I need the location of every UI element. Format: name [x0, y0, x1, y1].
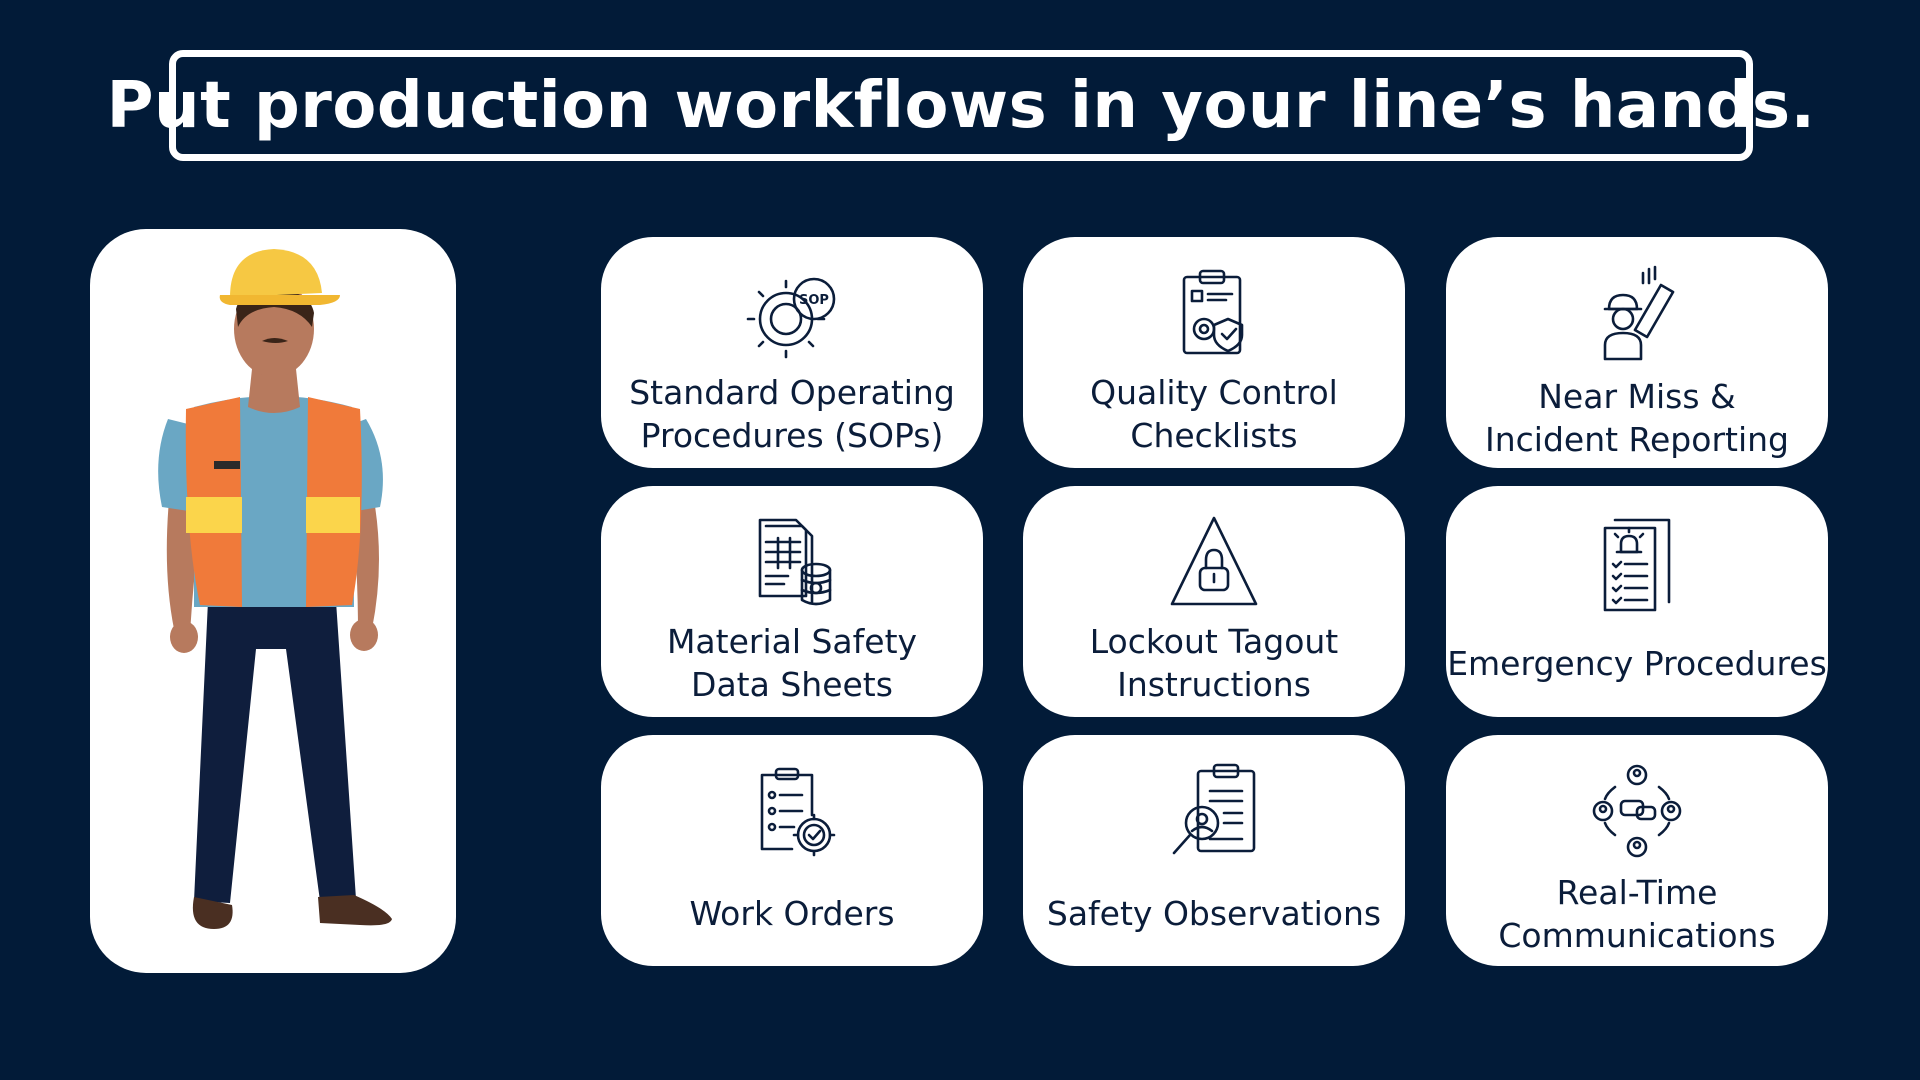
tile-lockout-tagout[interactable]: Lockout Tagout Instructions: [1023, 486, 1405, 717]
checklist-gear-icon: [742, 761, 842, 861]
warning-lock-icon: [1164, 512, 1264, 612]
tile-emergency-procedures[interactable]: Emergency Procedures: [1446, 486, 1828, 717]
clipboard-shield-icon: [1164, 263, 1264, 363]
tile-work-orders[interactable]: Work Orders: [601, 735, 983, 966]
tile-real-time-communications[interactable]: Real-Time Communications: [1446, 735, 1828, 966]
tile-label: Emergency Procedures: [1447, 644, 1827, 683]
page-title: Put production workflows in your line’s …: [106, 68, 1816, 143]
people-chat-network-icon: [1587, 761, 1687, 861]
documents-barrel-icon: [742, 512, 842, 612]
worker-falling-object-icon: [1587, 263, 1687, 363]
tile-label: Quality Control Checklists: [1090, 373, 1338, 455]
worker-illustration-card: [90, 229, 456, 973]
tile-label: Material Safety Data Sheets: [666, 622, 918, 704]
svg-text:SOP: SOP: [799, 293, 829, 308]
tile-label: Real-Time Communications: [1498, 873, 1776, 955]
tile-label: Lockout Tagout Instructions: [1089, 622, 1339, 704]
tile-sop[interactable]: SOP Standard Operating Procedures (SOPs): [601, 237, 983, 468]
tile-quality-control[interactable]: Quality Control Checklists: [1023, 237, 1405, 468]
tile-safety-observations[interactable]: Safety Observations: [1023, 735, 1405, 966]
tile-near-miss[interactable]: Near Miss & Incident Reporting: [1446, 237, 1828, 468]
tile-label: Near Miss & Incident Reporting: [1485, 377, 1789, 459]
alarm-document-icon: [1587, 512, 1687, 612]
tile-label: Standard Operating Procedures (SOPs): [629, 373, 955, 455]
sop-gear-icon: SOP: [742, 263, 842, 363]
tile-label: Work Orders: [689, 894, 895, 933]
construction-worker-icon: [158, 249, 392, 929]
tile-label: Safety Observations: [1046, 894, 1382, 933]
clipboard-magnifier-icon: [1164, 761, 1264, 861]
tile-msds[interactable]: Material Safety Data Sheets: [601, 486, 983, 717]
title-frame: Put production workflows in your line’s …: [107, 50, 1815, 161]
